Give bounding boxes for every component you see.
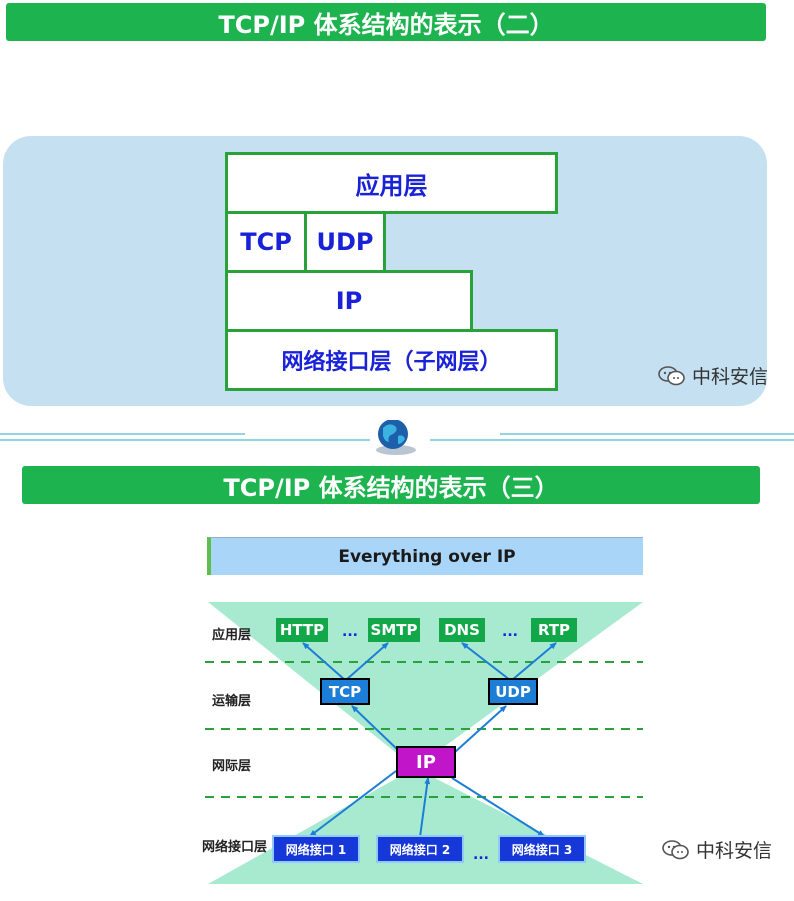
watermark-bottom: 中科安信 xyxy=(662,836,772,863)
protocol-rtp: RTP xyxy=(531,618,577,642)
layer-label-application: 应用层 xyxy=(212,628,252,643)
transport-udp: UDP xyxy=(488,678,538,705)
ellipsis-app-1: ... xyxy=(342,624,358,640)
wechat-icon xyxy=(658,365,686,387)
layer-dividers xyxy=(205,661,643,798)
section3-title-banner: TCP/IP 体系结构的表示（三） xyxy=(22,466,760,504)
udp-layer-label: UDP xyxy=(316,228,374,256)
ellipsis-netif: ... xyxy=(473,847,489,863)
section2-title: TCP/IP 体系结构的表示（二） xyxy=(218,10,554,39)
netif-layer-label: 网络接口层（子网层） xyxy=(281,350,502,375)
protocol-dns: DNS xyxy=(439,618,485,642)
tcp-layer-label: TCP xyxy=(240,228,292,256)
globe-icon xyxy=(376,420,416,455)
protocol-http: HTTP xyxy=(276,618,328,642)
netif-layer-box: 网络接口层（子网层） xyxy=(225,329,558,391)
watermark-text: 中科安信 xyxy=(696,840,773,862)
section2-title-banner: TCP/IP 体系结构的表示（二） xyxy=(6,3,766,41)
section3-title: TCP/IP 体系结构的表示（三） xyxy=(223,473,559,502)
connection-arrows xyxy=(302,642,557,838)
network-interface-1: 网络接口 1 xyxy=(272,835,360,863)
wechat-icon xyxy=(662,839,690,861)
section-separator xyxy=(0,420,794,455)
watermark-top: 中科安信 xyxy=(658,362,768,389)
network-interface-2: 网络接口 2 xyxy=(376,835,464,863)
app-layer-label: 应用层 xyxy=(355,171,428,200)
layer-label-transport: 运输层 xyxy=(212,694,252,709)
layer-label-internet: 网际层 xyxy=(212,759,252,774)
protocol-smtp: SMTP xyxy=(368,618,420,642)
everything-over-ip-banner: Everything over IP xyxy=(207,537,643,575)
watermark-text: 中科安信 xyxy=(692,366,769,388)
ip-layer-label: IP xyxy=(335,287,363,315)
network-interface-3: 网络接口 3 xyxy=(498,835,586,863)
layer-label-network-interface: 网络接口层 xyxy=(202,840,268,855)
udp-layer-box: UDP xyxy=(304,211,386,273)
network-ip: IP xyxy=(396,746,456,778)
ellipsis-app-2: ... xyxy=(502,624,518,640)
hourglass-shape xyxy=(208,602,643,884)
transport-tcp: TCP xyxy=(320,678,370,705)
app-layer-box: 应用层 xyxy=(225,152,558,214)
everything-over-ip-text: Everything over IP xyxy=(338,546,516,567)
